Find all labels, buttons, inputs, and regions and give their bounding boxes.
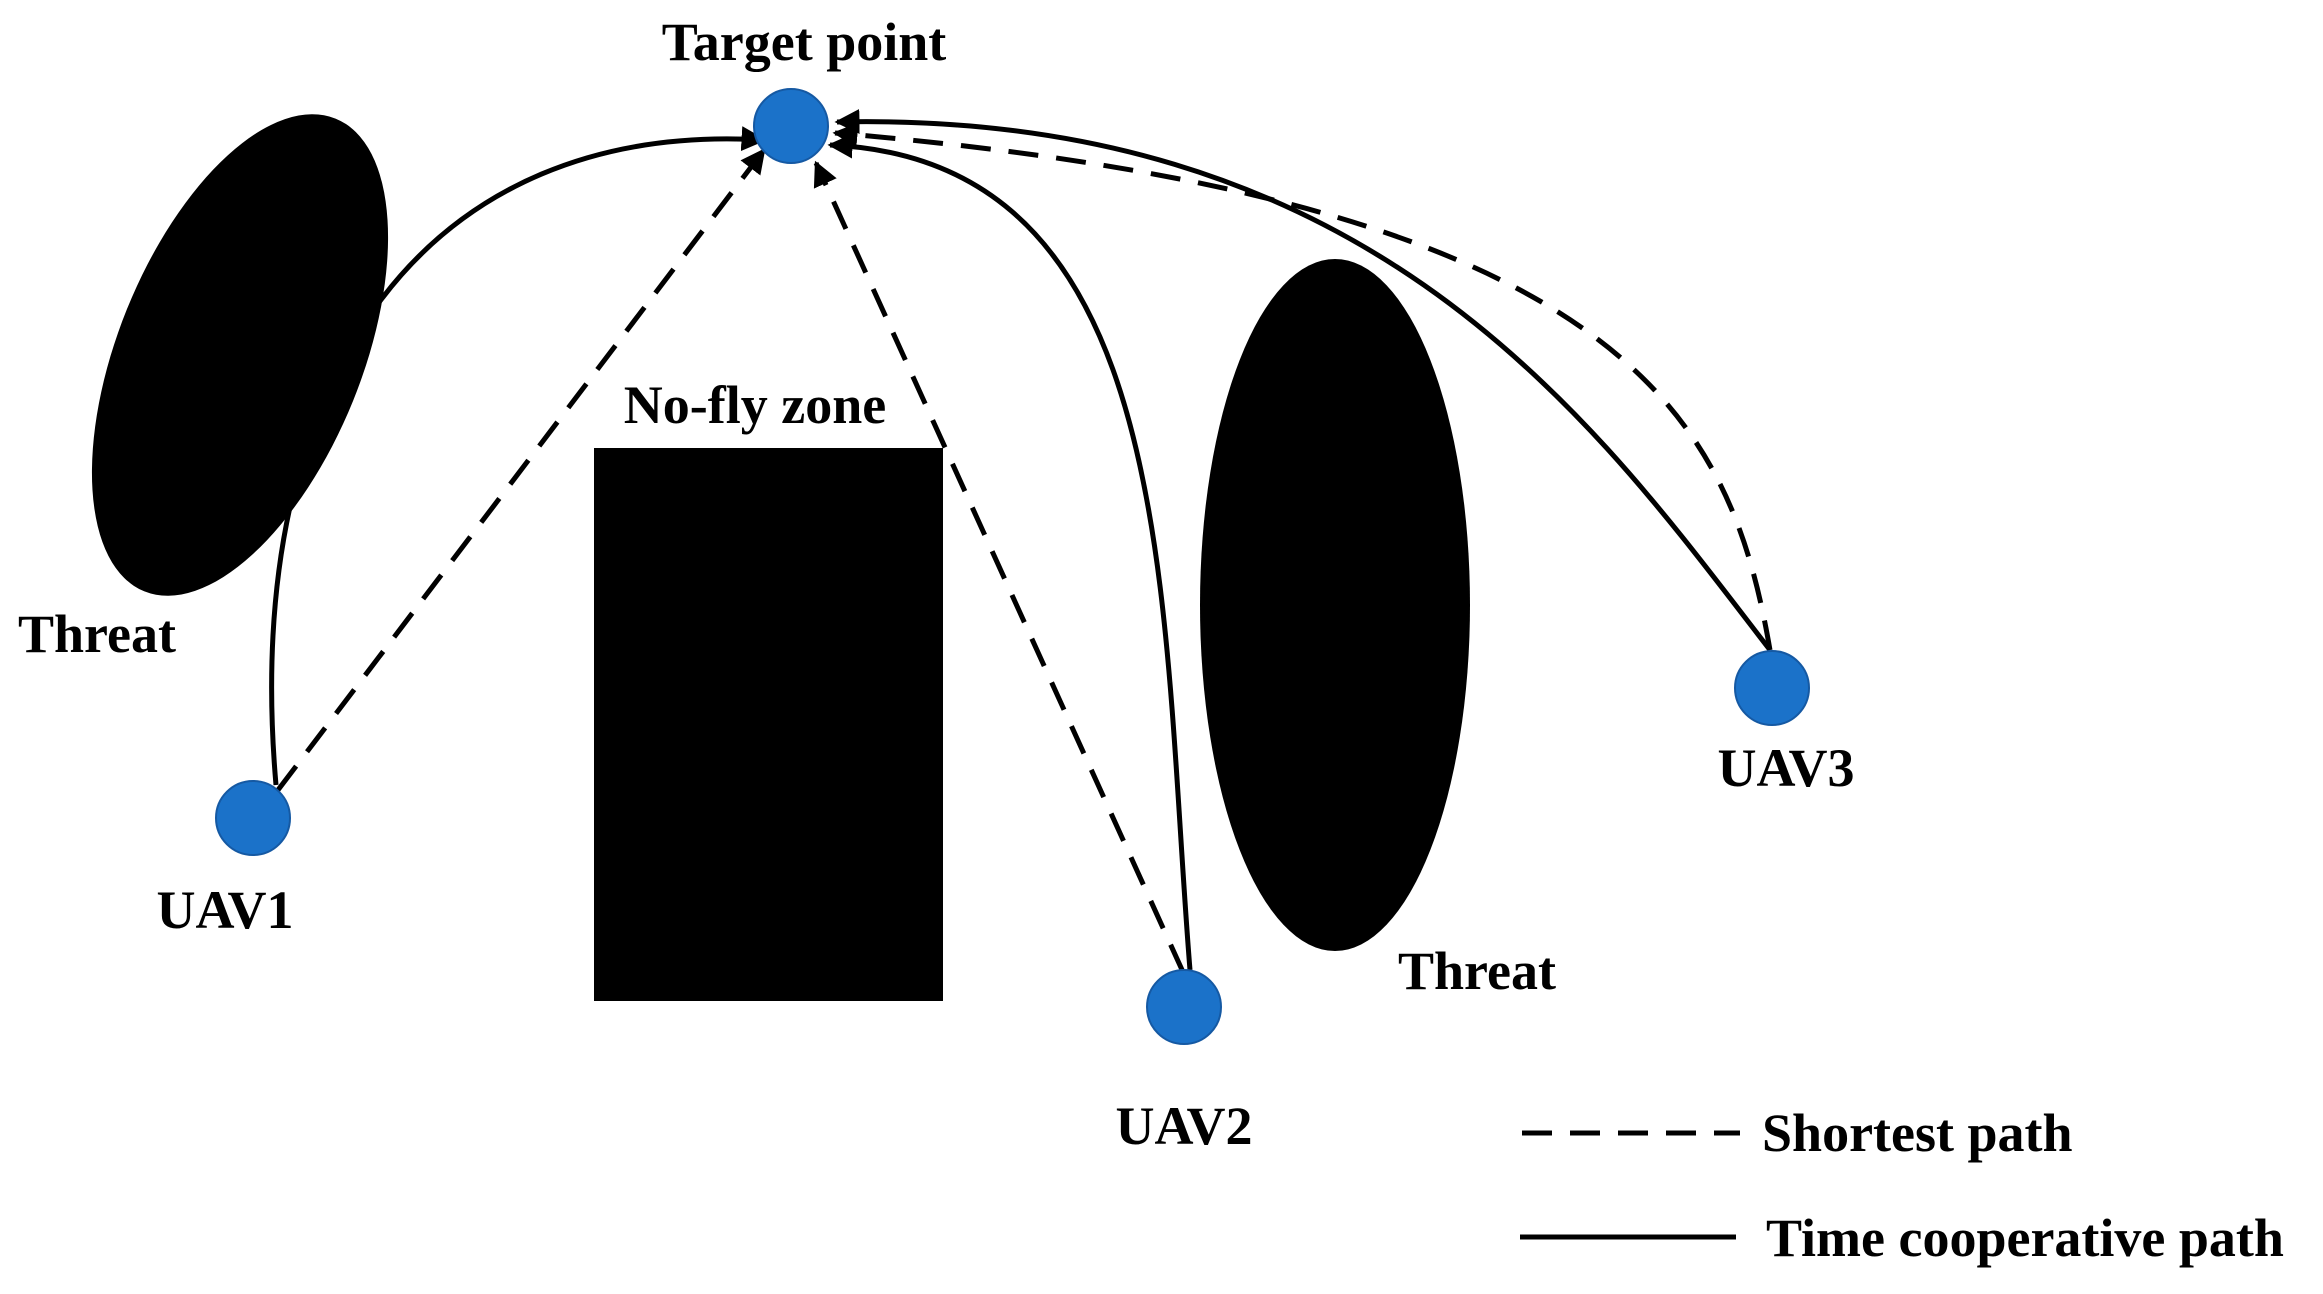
no-fly-zone-shape bbox=[594, 448, 943, 1001]
no-fly-zone-label: No-fly zone bbox=[624, 375, 886, 435]
target-point-label: Target point bbox=[662, 12, 947, 72]
uav3-node bbox=[1734, 650, 1810, 726]
uav2-cooperative-path bbox=[827, 133, 1193, 971]
threat-left-label: Threat bbox=[18, 604, 176, 664]
threat-right-label: Threat bbox=[1398, 941, 1556, 1001]
legend: Shortest path Time cooperative path bbox=[1520, 1103, 2284, 1268]
legend-shortest-label: Shortest path bbox=[1762, 1103, 2073, 1163]
target-point-node bbox=[753, 88, 829, 164]
uav3-label: UAV3 bbox=[1717, 738, 1854, 798]
uav1-node bbox=[215, 780, 291, 856]
uav1-cooperative-path bbox=[269, 126, 767, 786]
uav2-node bbox=[1146, 969, 1222, 1045]
uav2-shortest-path bbox=[813, 160, 1186, 974]
uav1-label: UAV1 bbox=[156, 880, 293, 940]
uav2-label: UAV2 bbox=[1115, 1096, 1252, 1156]
uav3-shortest-path bbox=[832, 122, 1773, 651]
uav1-shortest-path bbox=[276, 148, 766, 792]
uav3-cooperative-path bbox=[834, 109, 1772, 652]
legend-cooperative-label: Time cooperative path bbox=[1766, 1208, 2284, 1268]
threat-left-shape bbox=[91, 114, 389, 596]
threat-right-shape bbox=[1200, 259, 1470, 951]
